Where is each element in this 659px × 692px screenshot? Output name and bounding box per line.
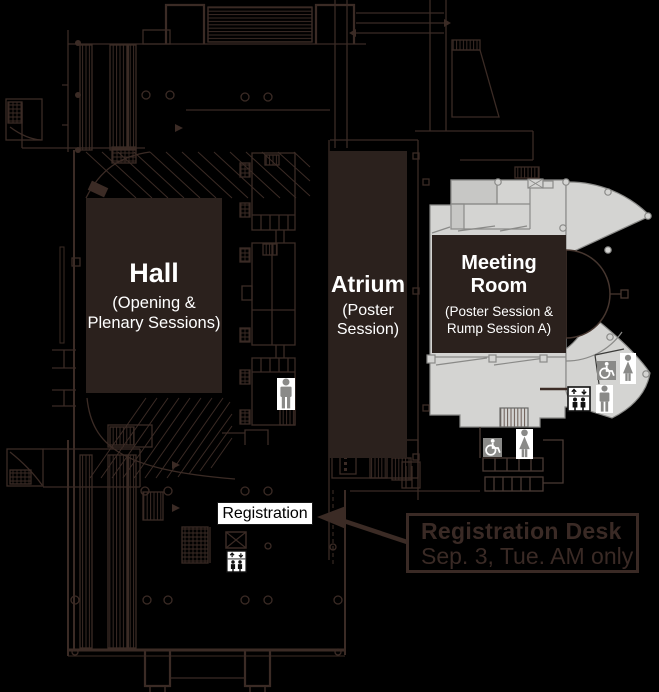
- registration-arrow: [317, 506, 408, 545]
- building-linework: [5, 0, 564, 692]
- registration-desk-schedule: Sep. 3, Tue. AM only: [421, 543, 634, 569]
- meeting-room-note-line2: Rump Session A): [446, 320, 552, 336]
- east-wing-fan: [565, 181, 652, 253]
- mens-restroom-icon: [596, 385, 613, 413]
- hall-note-line2: Plenary Sessions): [87, 314, 221, 332]
- hall-label: Hall (Opening & Plenary Sessions): [86, 198, 222, 393]
- registration-desk-title: Registration Desk: [421, 518, 622, 544]
- womens-restroom-icon: [620, 353, 636, 384]
- wheelchair-accessible-icon: [483, 438, 502, 457]
- atrium-label: Atrium (Poster Session): [329, 151, 407, 458]
- atrium-note-line1: (Poster: [342, 301, 394, 319]
- meeting-room-box: [432, 235, 566, 353]
- hall-seating-upper: [85, 151, 311, 199]
- ramp: [451, 49, 500, 118]
- registration-label: Registration: [217, 502, 313, 525]
- elevator-icon: [567, 386, 591, 412]
- wheelchair-accessible-icon: [597, 361, 616, 380]
- south-vestibule-east: [243, 650, 272, 688]
- hall-room-box: [86, 198, 222, 393]
- womens-restroom-icon: [516, 429, 533, 459]
- north-vestibule-west: [164, 3, 206, 44]
- west-stairs-upper: [79, 44, 93, 151]
- atrium-room-box: [329, 151, 407, 458]
- southeast-cells: [479, 427, 564, 492]
- registration-desk-callout: Registration Desk Sep. 3, Tue. AM only: [406, 513, 639, 573]
- meeting-room-note-line1: (Poster Session &: [444, 303, 554, 319]
- stairs-down: [499, 407, 529, 428]
- west-stairs-lower: [79, 454, 93, 649]
- mens-restroom-icon: [277, 378, 295, 410]
- south-vestibule-west: [143, 650, 172, 688]
- meeting-room-name: Meeting Room: [461, 251, 537, 297]
- atrium-note-line2: Session): [336, 320, 400, 338]
- escalator-icon: [225, 531, 247, 549]
- north-stairs: [207, 6, 313, 43]
- hall-note-line1: (Opening &: [112, 294, 196, 312]
- hall-name: Hall: [129, 258, 179, 288]
- elevator-icon: [226, 549, 247, 574]
- meeting-room-label: Meeting Room (Poster Session & Rump Sess…: [432, 235, 566, 353]
- structural-columns: [70, 90, 343, 656]
- atrium-name: Atrium: [330, 270, 406, 297]
- semicircle-court: [565, 249, 629, 339]
